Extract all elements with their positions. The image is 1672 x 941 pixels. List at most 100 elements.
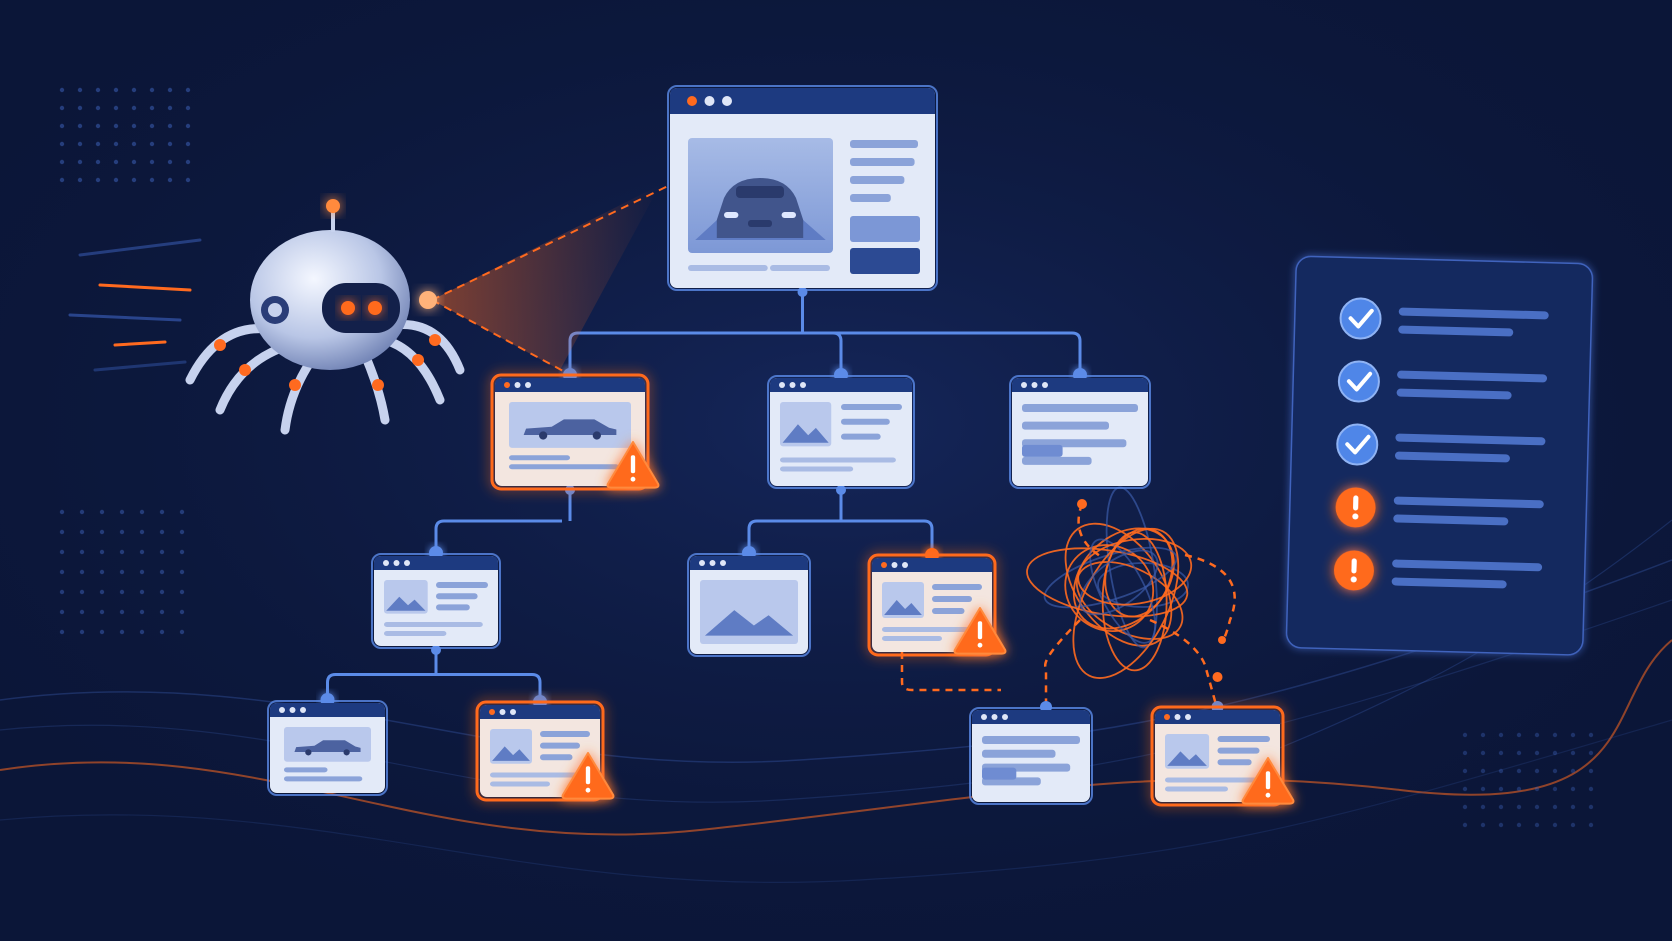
grid-dot	[159, 529, 165, 535]
cta-button-placeholder	[850, 216, 920, 242]
grid-dot	[139, 529, 145, 535]
grid-dot	[119, 589, 125, 595]
grid-dot	[59, 529, 65, 535]
connector-node	[1218, 636, 1226, 644]
check-circle-shape	[1336, 423, 1379, 466]
grid-dot	[119, 569, 125, 575]
grid-dot	[1462, 732, 1468, 738]
mountain-shape	[386, 596, 426, 611]
window-dot	[1042, 382, 1048, 388]
card-outline	[1009, 375, 1151, 489]
text-line-placeholder	[436, 604, 470, 611]
checklist-line-placeholder	[1394, 451, 1510, 463]
exclamation-dot	[1352, 513, 1359, 520]
grid-dot	[185, 105, 191, 111]
grid-dot	[99, 629, 105, 635]
grid-dot	[113, 141, 119, 147]
grid-dot	[149, 123, 155, 129]
connector-node	[797, 287, 808, 297]
card-header-bar	[1012, 378, 1148, 392]
checklist-line-placeholder	[1393, 496, 1544, 509]
grid-dot	[179, 629, 185, 635]
background-dot-grids	[59, 87, 1594, 828]
connector-node	[1212, 672, 1223, 682]
text-line-placeholder	[780, 466, 854, 472]
grid-dot	[179, 589, 185, 595]
page-card-l2-c	[867, 553, 1007, 657]
text-line-placeholder	[509, 455, 570, 461]
page-card-root	[667, 85, 938, 291]
text-line-placeholder	[982, 736, 1080, 744]
grid-dot	[79, 589, 85, 595]
window-dot	[991, 714, 998, 720]
grid-dot	[113, 87, 119, 93]
text-line-placeholder	[1217, 747, 1260, 754]
grid-dot	[167, 87, 173, 93]
text-line-placeholder	[850, 194, 891, 202]
window-dot	[1185, 714, 1191, 720]
connector-dashed	[1184, 553, 1236, 642]
grid-dot	[167, 177, 173, 183]
grid-dot	[1480, 750, 1486, 756]
warning-mark	[1265, 771, 1271, 790]
grid-dot	[159, 589, 165, 595]
grid-dot	[1498, 732, 1504, 738]
grid-dot	[1480, 786, 1486, 792]
card-outline	[667, 85, 938, 291]
connector-branch	[747, 519, 758, 556]
grid-dot	[1570, 768, 1576, 774]
grid-dot	[167, 105, 173, 111]
grid-dot	[185, 159, 191, 165]
grid-dot	[59, 609, 65, 615]
grid-dot	[77, 105, 83, 111]
grid-dot	[185, 123, 191, 129]
checklist-card	[1285, 255, 1594, 656]
grid-dot	[1462, 786, 1468, 792]
grid-dot	[59, 629, 65, 635]
page-card-l2-b	[687, 553, 811, 657]
text-line-placeholder	[932, 596, 972, 602]
card-alert-glow	[490, 373, 650, 491]
card-header-bar	[495, 378, 645, 392]
text-line-placeholder	[841, 418, 890, 425]
grid-dot	[1588, 732, 1594, 738]
checklist-item	[1333, 550, 1543, 591]
grid-dot	[119, 509, 125, 515]
tangle-loop	[1043, 546, 1178, 609]
card-outline	[267, 700, 388, 796]
page-card-l3-d	[1150, 705, 1295, 807]
grid-dot	[139, 549, 145, 555]
button-placeholder	[1022, 444, 1063, 457]
grid-dot	[149, 159, 155, 165]
text-line-placeholder	[932, 584, 982, 590]
grid-dot	[113, 177, 119, 183]
grid-dot	[149, 177, 155, 183]
warning-dot	[585, 787, 591, 793]
window-dot	[1174, 714, 1181, 720]
connector-dashed	[1149, 618, 1219, 711]
card-header-bar	[872, 558, 992, 572]
grid-dot	[1516, 822, 1522, 828]
text-line-placeholder	[841, 433, 881, 440]
grid-dot	[139, 569, 145, 575]
grid-dot	[185, 141, 191, 147]
text-line-placeholder	[1022, 456, 1092, 465]
connector-branch	[923, 519, 934, 558]
grid-dot	[131, 87, 137, 93]
page-card-l3-c	[969, 707, 1093, 805]
grid-dot	[59, 177, 65, 183]
page-cards	[267, 85, 1295, 807]
card-header-bar	[1155, 710, 1280, 724]
check-mark	[1346, 371, 1373, 392]
window-dot	[510, 709, 516, 715]
grid-dot	[1570, 822, 1576, 828]
window-dot	[525, 382, 531, 388]
grid-dot	[119, 609, 125, 615]
window-dot	[393, 560, 400, 566]
grid-dot	[119, 549, 125, 555]
grid-dot	[99, 589, 105, 595]
exclamation-dot	[1350, 576, 1357, 583]
window-dot	[499, 709, 506, 715]
text-line-placeholder	[850, 176, 905, 184]
grid-dot	[1534, 768, 1540, 774]
